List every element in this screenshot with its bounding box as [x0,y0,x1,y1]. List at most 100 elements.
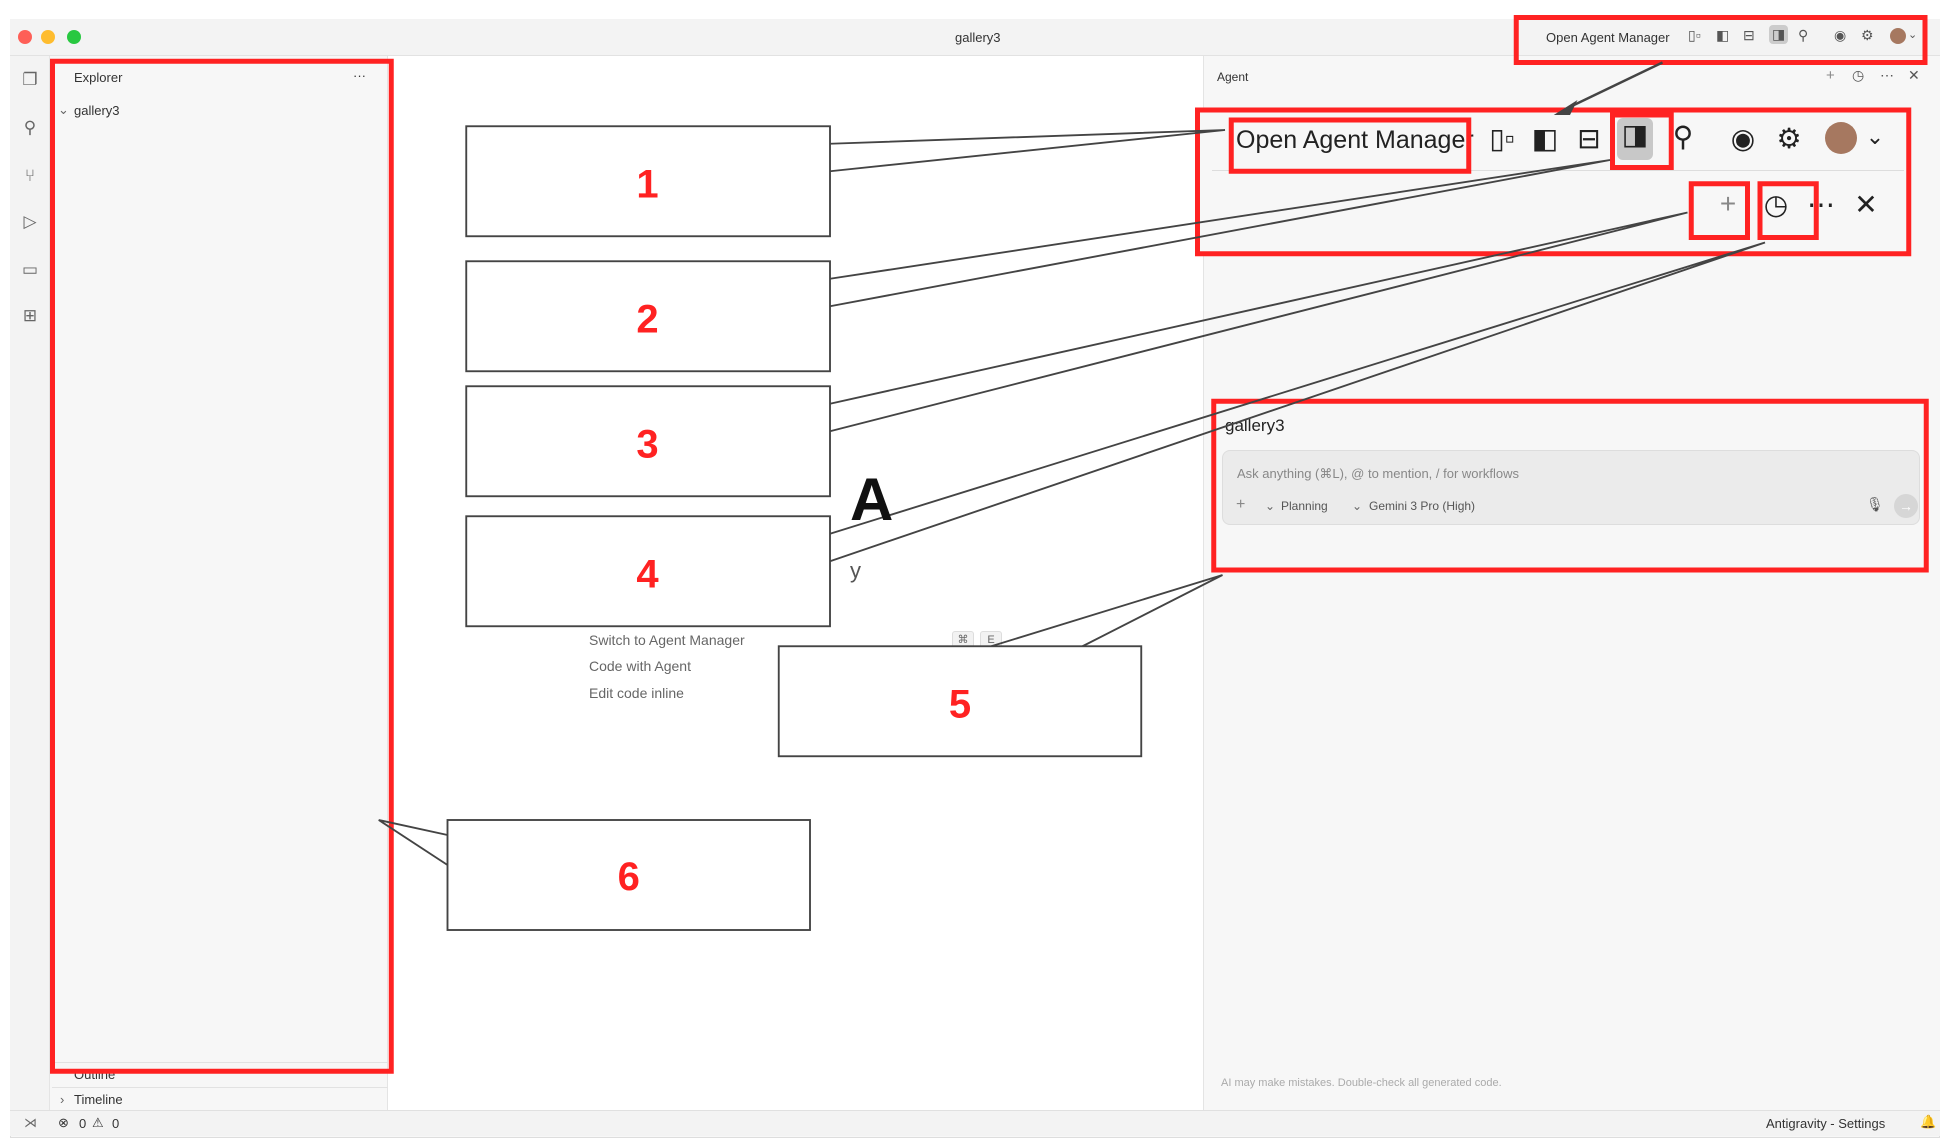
extensions-icon[interactable]: ⊞ [22,306,38,325]
close-icon[interactable]: ✕ [1908,67,1920,83]
gear-icon[interactable]: ⚙ [1861,27,1874,43]
send-button[interactable]: → [1894,494,1918,518]
status-bar [10,1110,1940,1136]
callout-box-1 [465,125,831,238]
microphone-icon[interactable]: 🎙 [1866,496,1884,512]
chevron-down-icon: ⌄ [1352,499,1363,513]
callout-box-5 [777,645,1143,758]
callout-label-3: 3 [636,423,658,467]
source-control-icon[interactable]: ⑂ [24,166,36,185]
callout-box-4 [465,515,831,628]
chrome-icon[interactable]: ◉ [1730,123,1756,154]
welcome-title: y [850,558,861,583]
callout-line-4 [829,241,1766,563]
bell-icon[interactable]: 🔔 [1920,1114,1937,1129]
highlight-history [1757,181,1819,240]
new-chat-icon[interactable]: + [1826,67,1835,84]
search-icon[interactable]: ⚲ [1798,27,1809,43]
toggle-sidebar-icon[interactable]: ◧ [1531,123,1559,154]
chevron-down-icon[interactable]: ⌄ [1865,124,1885,149]
chevron-right-icon: › [60,1092,65,1107]
add-context-icon[interactable]: + [1236,496,1246,513]
callout-line-1 [829,129,1226,173]
highlight-titlebar-toolbar [1513,14,1928,65]
divider [52,1062,388,1063]
arrowhead [1553,100,1578,115]
avatar[interactable] [1890,28,1906,44]
chrome-icon[interactable]: ◉ [1834,27,1847,43]
gear-icon[interactable]: ⚙ [1776,123,1802,154]
more-icon[interactable]: ⋯ [1807,189,1835,220]
history-icon[interactable]: ◷ [1852,67,1865,83]
open-agent-manager-button[interactable]: Open Agent Manager [1546,30,1670,45]
callout-line-3 [829,211,1688,433]
callout-label-5: 5 [949,683,971,727]
new-chat-icon[interactable]: + [1719,188,1737,219]
toggle-secondary-sidebar-icon[interactable]: ◨ [1617,118,1653,160]
callout-label-1: 1 [636,163,658,207]
highlight-explorer [50,58,394,1074]
history-icon[interactable]: ◷ [1763,189,1789,220]
toggle-panel-icon[interactable]: ⊟ [1743,27,1755,43]
timeline-section[interactable]: Timeline [74,1092,123,1107]
zoom-window-button[interactable] [67,30,81,44]
toggle-secondary-sidebar-icon[interactable]: ◨ [1769,25,1789,44]
warning-icon[interactable]: ⚠ [92,1115,104,1130]
customize-layout-icon[interactable]: ▯▫ [1489,123,1515,154]
search-icon[interactable]: ⚲ [1672,121,1694,152]
settings-status-item[interactable]: Antigravity - Settings [1766,1116,1886,1131]
chevron-down-icon: ⌄ [58,102,69,117]
run-debug-icon[interactable]: ▷ [23,212,37,231]
callout-line-5 [990,574,1223,648]
activity-bar: ❐ ⚲ ⑂ ▷ ▭ ⊞ [10,56,50,1110]
callout-box-2 [465,260,831,373]
callout-label-2: 2 [636,298,658,342]
highlight-secondary-sidebar [1609,112,1674,170]
remote-icon[interactable]: ⋊ [24,1115,37,1130]
toggle-panel-icon[interactable]: ⊟ [1577,123,1601,154]
close-window-button[interactable] [18,30,32,44]
agent-panel-title: Agent [1217,70,1249,84]
title-bar [10,19,1940,56]
shortcut-key: ⌘ [952,631,974,649]
more-icon[interactable]: ⋯ [1880,67,1894,83]
search-icon[interactable]: ⚲ [23,118,37,137]
highlight-open-agent-manager [1228,117,1472,174]
model-dropdown[interactable]: Gemini 3 Pro (High) [1369,499,1476,513]
customize-layout-icon[interactable]: ▯▫ [1688,27,1701,43]
avatar[interactable] [1825,122,1857,154]
remote-explorer-icon[interactable]: ▭ [21,260,39,279]
callout-line-6 [378,819,449,866]
callout-label-6: 6 [618,855,640,899]
window-title: gallery3 [955,30,1001,45]
arrow-line [1568,61,1664,109]
chat-placeholder[interactable]: Ask anything (⌘L), @ to mention, / for w… [1237,466,1519,481]
edit-code-inline-item[interactable]: Edit code inline [589,685,684,701]
callout-box-6 [446,819,811,931]
close-icon[interactable]: ✕ [1854,189,1878,220]
callout-box-3 [465,385,831,498]
highlight-chat-input [1211,398,1929,573]
toggle-sidebar-icon[interactable]: ◧ [1716,27,1730,43]
chat-input[interactable] [1222,450,1920,525]
highlight-new-chat [1688,181,1750,240]
folder-gallery3[interactable]: gallery3 [74,103,120,118]
divider [52,1087,388,1088]
highlight-zoomed-toolbar [1194,107,1912,257]
callout-line-2 [829,159,1611,308]
chevron-down-icon[interactable]: ⌄ [1908,29,1918,41]
open-agent-manager-button-zoomed[interactable]: Open Agent Manager [1236,126,1474,154]
warning-count[interactable]: 0 [112,1116,120,1131]
antigravity-logo: A [850,466,894,533]
explorer-title: Explorer [74,70,123,85]
mode-dropdown[interactable]: Planning [1281,499,1328,513]
code-with-agent-item[interactable]: Code with Agent [589,658,691,674]
switch-agent-manager-item[interactable]: Switch to Agent Manager [589,632,745,648]
error-count[interactable]: 0 [79,1116,87,1131]
explorer-more-button[interactable]: ··· [353,68,366,83]
ai-disclaimer: AI may make mistakes. Double-check all g… [1221,1077,1502,1089]
error-icon[interactable]: ⊗ [58,1115,69,1130]
explorer-icon[interactable]: ❐ [22,70,38,89]
minimize-window-button[interactable] [41,30,55,44]
